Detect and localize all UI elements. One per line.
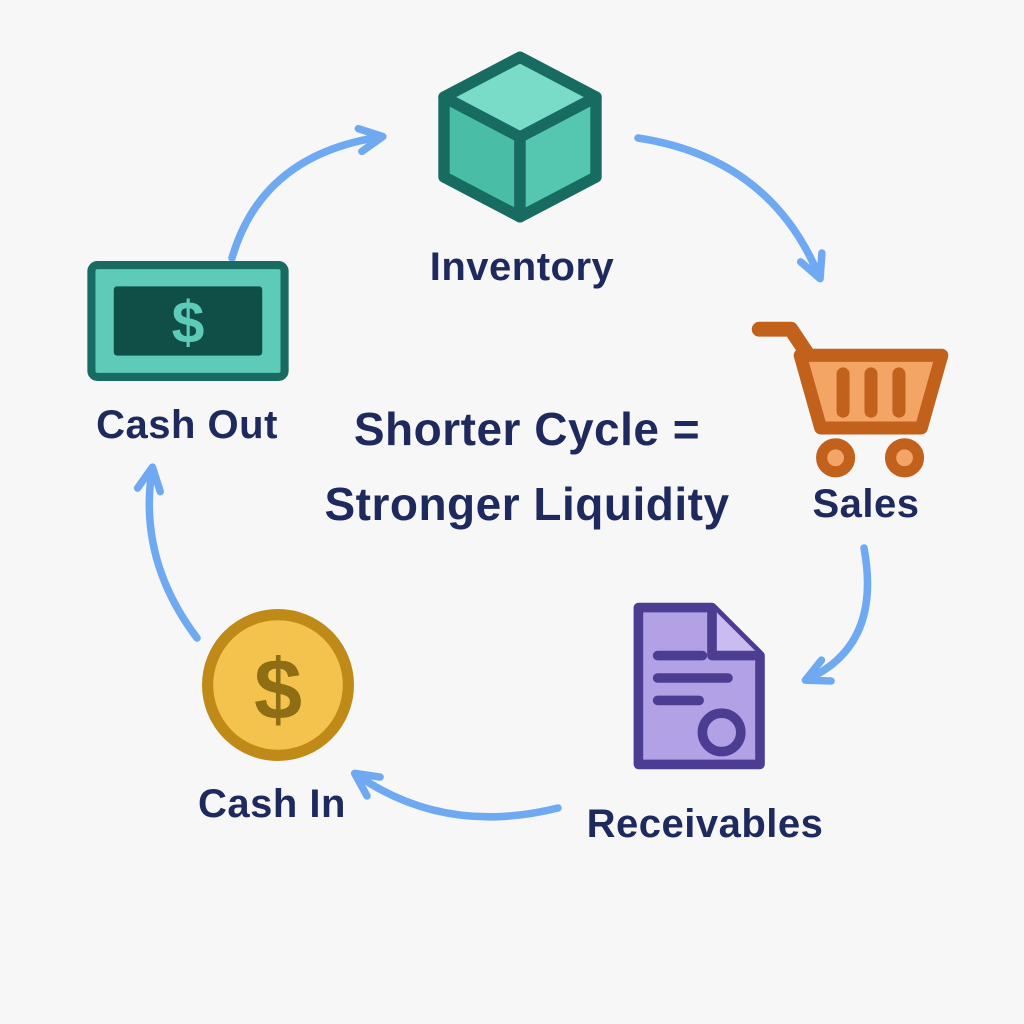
center-title-line1: Shorter Cycle = [353,403,701,455]
arrow-sales-to-receivables [801,544,872,685]
sales-node [748,305,953,482]
cash-out-node: $ [86,260,290,382]
banknote-icon: $ [87,261,289,381]
inventory-label: Inventory [429,245,615,289]
arrow-cashin-to-cashout [133,463,201,642]
arrow-cashout-to-inventory [228,124,387,262]
sales-label: Sales [812,482,920,526]
receivables-label: Receivables [586,802,824,846]
cash-in-label: Cash In [198,782,346,826]
inventory-node [425,42,615,232]
banknote-dollar-glyph: $ [172,291,205,356]
center-title-line2: Stronger Liquidity [324,477,730,530]
shopping-cart-icon [751,321,949,478]
dollar-coin-icon: $ [202,609,354,761]
cash-in-node: $ [198,605,358,765]
cube-icon [438,51,602,223]
cash-out-label: Cash Out [96,403,278,447]
invoice-document-icon [633,602,765,770]
center-title: Shorter Cycle = Stronger Liquidity [287,392,767,541]
coin-dollar-glyph: $ [254,642,302,738]
receivables-node [616,598,776,774]
